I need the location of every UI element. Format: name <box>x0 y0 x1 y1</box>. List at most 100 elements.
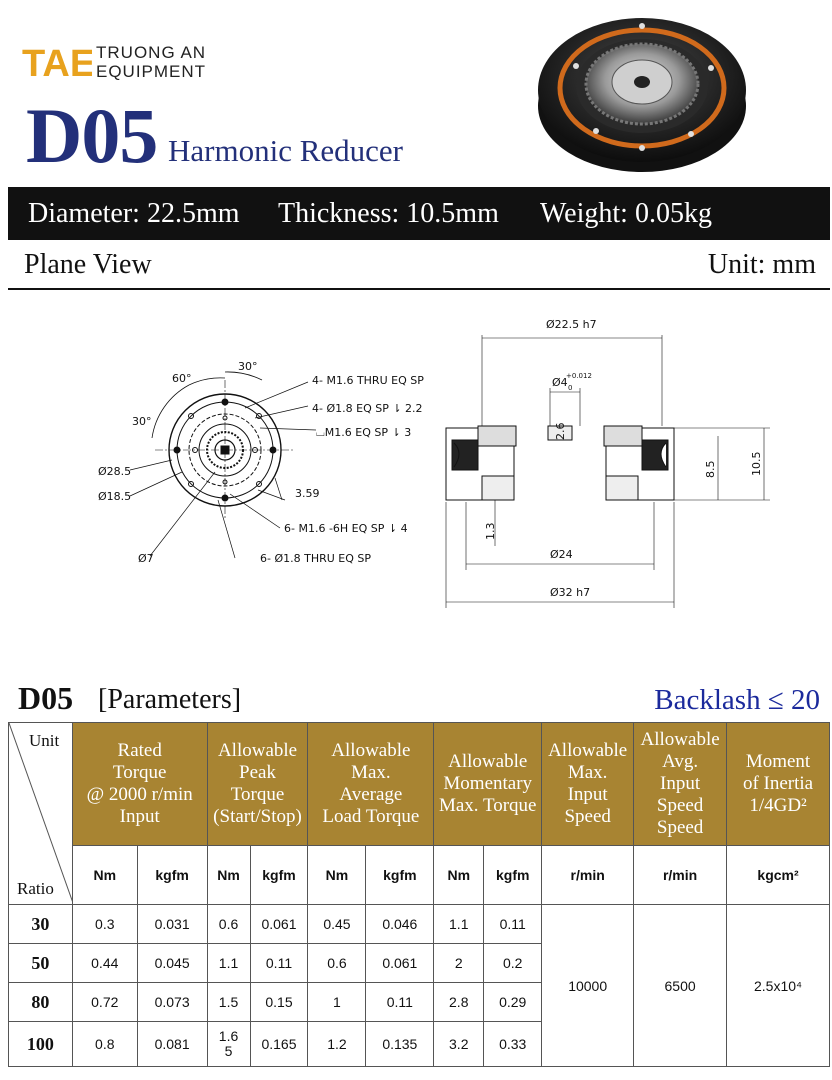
dim-85: 8.5 <box>704 461 717 479</box>
corner-diagonal <box>9 723 73 903</box>
spec-bar: Diameter: 22.5mm Thickness: 10.5mm Weigh… <box>8 187 830 240</box>
plane-view-title: Plane View <box>24 249 152 280</box>
hdr-rated-1: Rated <box>117 740 162 761</box>
data-cell: 1.1 <box>433 904 485 944</box>
header-average-load: Allowable Max. Average Load Torque <box>307 722 435 846</box>
data-cell: 2 <box>433 943 485 983</box>
dim-d185: Ø18.5 <box>98 490 131 503</box>
hdr-rated-3: @ 2000 r/min <box>86 784 193 805</box>
data-cell: 0.3 <box>71 904 138 944</box>
unit-cell: kgfm <box>249 845 309 905</box>
dim-26: 2.6 <box>554 423 567 441</box>
data-cell: 3.2 <box>433 1021 485 1067</box>
hdr-avg-3: Average <box>339 784 403 805</box>
ratio-cell: 30 <box>8 904 73 944</box>
brand-logo-glyph: TAE <box>22 43 92 82</box>
hdr-maxin-2: Max. <box>567 762 608 783</box>
data-cell: 0.11 <box>365 982 435 1022</box>
hdr-mom-2: Momentary <box>443 773 533 794</box>
corner-ratio-label: Ratio <box>17 879 54 898</box>
backlash-spec: Backlash ≤ 20 <box>654 684 820 716</box>
dim-d4: Ø4 <box>552 376 568 389</box>
unit-cell: r/min <box>633 845 728 905</box>
data-cell: 0.11 <box>249 943 309 983</box>
spec-weight: Weight: 0.05kg <box>540 198 712 229</box>
data-cell: 1.6 5 <box>206 1021 251 1067</box>
hdr-peak-3: Torque <box>230 784 285 805</box>
product-photo <box>538 18 746 172</box>
data-cell: 1.2 <box>307 1021 367 1067</box>
data-cell: 0.073 <box>136 982 208 1022</box>
hdr-rated-4: Input <box>119 806 160 827</box>
unit-cell: Nm <box>307 845 367 905</box>
data-cell: 0.031 <box>136 904 208 944</box>
brand-logo-mark: TAE <box>22 43 92 82</box>
table-row: 80 0.72 0.073 1.5 0.15 1 0.11 2.8 0.29 <box>8 982 830 1022</box>
table-row: 30 0.3 0.031 0.6 0.061 0.45 0.046 1.1 0.… <box>8 904 830 1067</box>
unit-cell: Nm <box>433 845 485 905</box>
hdr-mom-1: Allowable <box>448 751 528 772</box>
dim-d4-tol: +0.012 <box>566 372 592 380</box>
dim-d285: Ø28.5 <box>98 465 131 478</box>
data-cell: 0.33 <box>483 1021 543 1067</box>
hdr-peak-1: Allowable <box>217 740 298 761</box>
dim-d24: Ø24 <box>550 548 573 561</box>
data-cell: 0.061 <box>249 904 309 944</box>
unit-cell: kgfm <box>365 845 435 905</box>
table-header-row: Unit Ratio Rated Torque @ 2000 r/min Inp… <box>8 722 830 905</box>
unit-row: Nm kgfm Nm kgfm Nm kgfm Nm kgfm r/min r/… <box>9 845 830 905</box>
note-d18-thru: 6- Ø1.8 THRU EQ SP <box>260 552 371 565</box>
header-max-input-speed: Allowable Max. Input Speed <box>541 722 635 846</box>
data-cell: 0.2 <box>483 943 543 983</box>
data-cell: 0.6 <box>307 943 367 983</box>
model-number: D05 <box>26 92 158 179</box>
data-cell: 1.5 <box>206 982 251 1022</box>
data-cell: 0.081 <box>136 1021 208 1067</box>
dim-d4-tol2: 0 <box>568 384 572 392</box>
dim-13: 1.3 <box>484 523 497 541</box>
table-row: 100 0.8 0.081 1.6 5 0.165 1.2 0.135 3.2 … <box>8 1021 830 1067</box>
hdr-avgin-1: Allowable <box>640 729 720 750</box>
header-peak-torque: Allowable Peak Torque (Start/Stop) <box>206 722 309 846</box>
hdr-avgin-3: Input <box>660 773 701 794</box>
table-row: 50 0.44 0.045 1.1 0.11 0.6 0.061 2 0.2 <box>8 943 830 983</box>
data-cell: 0.11 <box>483 904 543 944</box>
hdr-maxin-3: Input <box>567 784 608 805</box>
header-moment-inertia: Moment of Inertia 1/4GD² <box>726 722 830 846</box>
hdr-avg-2: Max. <box>351 762 391 783</box>
data-cell: 1.1 <box>206 943 251 983</box>
dim-d225: Ø22.5 h7 <box>546 318 597 331</box>
note-m16-thru: 4- M1.6 THRU EQ SP <box>312 374 424 387</box>
corner-cell: Unit Ratio <box>8 722 73 905</box>
ratio-cell: 50 <box>8 943 73 983</box>
max-input-speed-value: 10000 <box>541 904 635 1067</box>
front-view <box>129 371 317 559</box>
hdr-inertia-1: Moment <box>745 751 811 772</box>
spec-thickness: Thickness: 10.5mm <box>278 198 499 229</box>
data-cell: 0.135 <box>365 1021 435 1067</box>
header-divider <box>8 288 830 290</box>
unit-label: Unit: mm <box>707 249 816 280</box>
hdr-avg-1: Allowable <box>331 740 411 761</box>
dim-105: 10.5 <box>750 452 763 477</box>
inertia-value: 2.5x10⁴ <box>726 904 830 1067</box>
data-cell: 0.046 <box>365 904 435 944</box>
dim-angle-60: 60° <box>172 372 192 385</box>
hdr-inertia-2: of Inertia <box>742 773 814 794</box>
parameters-table: Unit Ratio Rated Torque @ 2000 r/min Inp… <box>8 722 830 1067</box>
note-m16-eq: ⌴M1.6 EQ SP ⇂ 3 <box>316 426 411 439</box>
hdr-rated-2: Torque <box>112 762 167 783</box>
header-rated-torque: Rated Torque @ 2000 r/min Input <box>71 722 208 846</box>
hdr-mom-3: Max. Torque <box>438 795 537 816</box>
dim-d7: Ø7 <box>138 552 154 565</box>
ratio-cell: 100 <box>8 1021 73 1067</box>
hdr-inertia-3: 1/4GD² <box>749 795 807 816</box>
hdr-maxin-1: Allowable <box>548 740 628 761</box>
params-model: D05 <box>18 680 73 717</box>
spec-diameter: Diameter: 22.5mm <box>28 198 240 229</box>
dim-angle-30-left: 30° <box>132 415 152 428</box>
unit-cell: kgfm <box>483 845 543 905</box>
corner-unit-label: Unit <box>29 731 60 750</box>
data-cell: 0.15 <box>249 982 309 1022</box>
brand-line2: EQUIPMENT <box>96 62 207 81</box>
